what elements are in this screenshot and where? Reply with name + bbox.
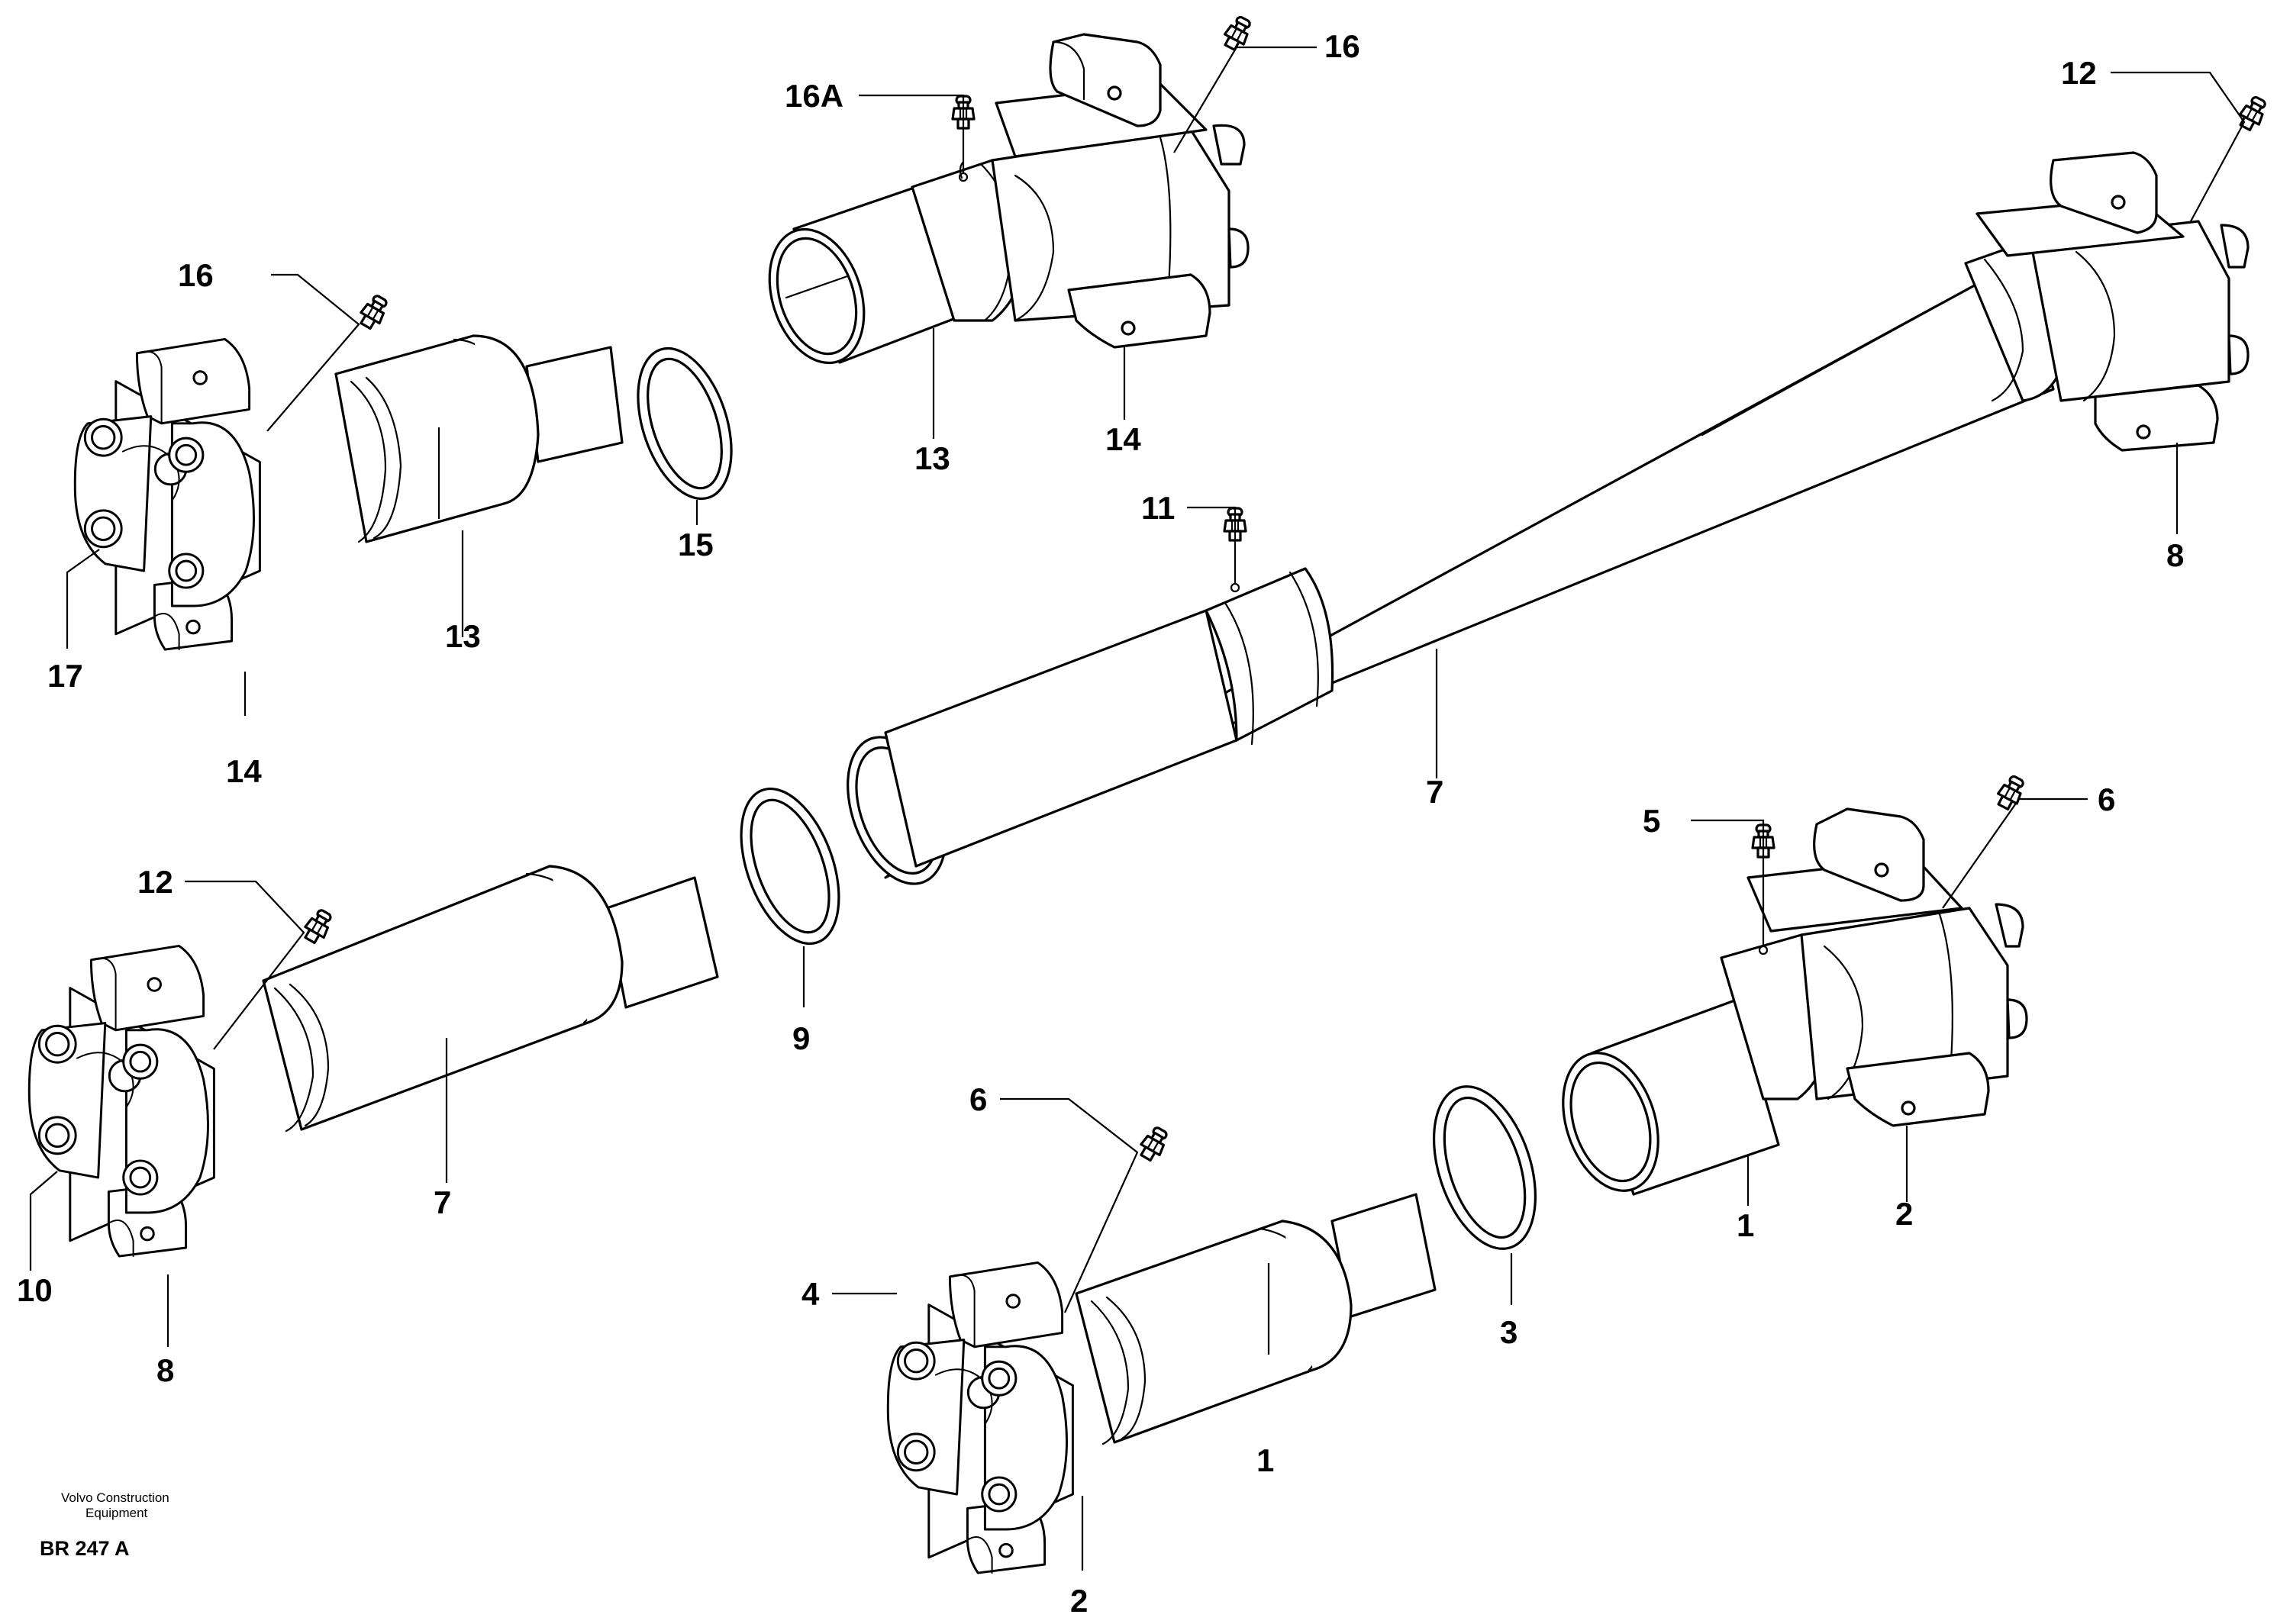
callout-13-left: 13: [445, 618, 481, 654]
callout-16-left: 16: [178, 257, 214, 293]
footer-ref: BR 247 A: [40, 1537, 130, 1560]
shaft-1-female-assembly: [1562, 807, 2028, 1196]
shaft-7-female-long: [847, 151, 2250, 885]
callout-14-top: 14: [1105, 421, 1141, 457]
shaft-13-male-assembly: [73, 334, 624, 651]
callout-2-right: 2: [1895, 1196, 1913, 1232]
callout-16-top: 16: [1324, 28, 1360, 64]
seal-ring-15: [637, 346, 733, 501]
callout-17: 17: [47, 658, 83, 694]
shaft-13-female-assembly: [768, 33, 1250, 365]
seal-ring-3: [1432, 1085, 1537, 1250]
callout-12-left: 12: [137, 864, 173, 900]
nipple-6-bottom-icon: [1135, 1123, 1172, 1165]
callout-14-left: 14: [226, 753, 262, 789]
callout-8-left: 8: [156, 1352, 174, 1388]
callout-16A: 16A: [785, 78, 843, 114]
callout-8-top: 8: [2166, 537, 2184, 573]
callout-3: 3: [1500, 1314, 1517, 1350]
footer: Volvo Construction Equipment BR 247 A: [40, 1490, 169, 1560]
callout-12-top: 12: [2061, 55, 2097, 91]
callout-7-center: 7: [1426, 774, 1443, 810]
callout-5: 5: [1643, 803, 1660, 839]
callout-9: 9: [792, 1020, 810, 1056]
callout-6-right: 6: [2098, 781, 2115, 817]
callout-6-bottom: 6: [969, 1081, 987, 1117]
callout-2-bottom: 2: [1070, 1583, 1088, 1619]
callout-7-left: 7: [434, 1184, 451, 1220]
shaft-7-male-assembly: [27, 865, 719, 1258]
seal-ring-9: [740, 787, 840, 946]
shaft-1-male-assembly: [886, 1193, 1437, 1574]
leader-lines: [29, 46, 2246, 1571]
callout-labels: 16A 16 16 13 14 15 13 17 14 12 8 11 7 12…: [17, 28, 2184, 1619]
nipple-12-left-icon: [299, 905, 337, 947]
callout-10: 10: [17, 1272, 53, 1308]
nipple-6-right-icon: [1992, 772, 2029, 814]
callout-4: 4: [801, 1276, 820, 1312]
footer-company-line2: Equipment: [85, 1506, 148, 1520]
callout-15: 15: [678, 527, 714, 562]
nipple-16-left-icon: [355, 291, 392, 333]
callout-13-top: 13: [914, 440, 950, 476]
callout-11: 11: [1141, 490, 1175, 526]
callout-1-bottom: 1: [1256, 1442, 1274, 1478]
callout-1-right: 1: [1737, 1207, 1754, 1243]
footer-company: Volvo Construction: [61, 1490, 169, 1505]
